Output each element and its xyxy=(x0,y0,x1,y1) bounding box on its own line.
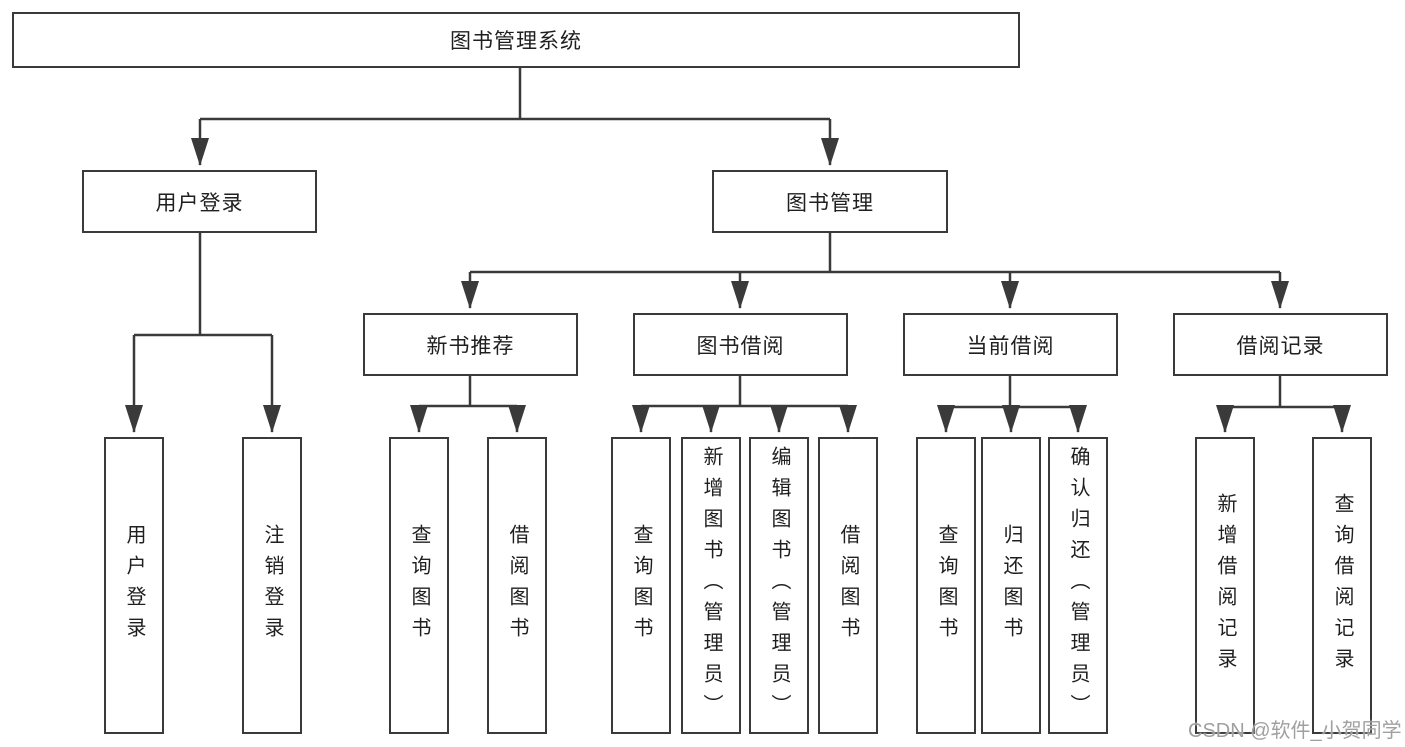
connector-user-login-bus xyxy=(134,233,272,337)
node-leaf-cb-confirm-return-admin-label: 确认归还（管理员） xyxy=(1067,446,1089,725)
node-leaf-rc-query-record: 查询借阅记录 xyxy=(1312,437,1372,734)
node-leaf-bw-borrow-books: 借阅图书 xyxy=(818,437,878,734)
node-leaf-bw-query-books: 查询图书 xyxy=(611,437,671,734)
node-leaf-nb-borrow-books-label: 借阅图书 xyxy=(506,523,528,648)
node-root-system-label: 图书管理系统 xyxy=(450,30,582,53)
node-book-borrowing-label: 图书借阅 xyxy=(696,334,785,358)
node-leaf-bw-edit-books-admin-label: 编辑图书（管理员） xyxy=(768,446,790,725)
node-leaf-nb-borrow-books: 借阅图书 xyxy=(487,437,547,734)
node-leaf-bw-edit-books-admin: 编辑图书（管理员） xyxy=(749,437,809,734)
connector-new-book-bus xyxy=(419,376,517,408)
connector-records-bus xyxy=(1225,376,1342,409)
node-leaf-bw-add-books-admin-label: 新增图书（管理员） xyxy=(700,446,722,725)
node-leaf-logout: 注销登录 xyxy=(242,437,302,734)
connector-borrowing-bus xyxy=(641,376,848,408)
node-leaf-cb-query-books-label: 查询图书 xyxy=(935,523,957,648)
node-leaf-nb-query-books: 查询图书 xyxy=(389,437,449,734)
node-book-management-label: 图书管理 xyxy=(786,191,874,215)
node-book-management: 图书管理 xyxy=(712,170,948,233)
node-leaf-cb-return-books-label: 归还图书 xyxy=(1000,523,1022,648)
node-borrow-records-label: 借阅记录 xyxy=(1236,334,1325,358)
node-leaf-nb-query-books-label: 查询图书 xyxy=(408,523,430,648)
node-root-system: 图书管理系统 xyxy=(12,12,1020,68)
node-leaf-logout-label: 注销登录 xyxy=(261,523,283,648)
node-leaf-bw-add-books-admin: 新增图书（管理员） xyxy=(681,437,741,734)
node-borrow-records: 借阅记录 xyxy=(1173,313,1388,376)
node-book-borrowing: 图书借阅 xyxy=(633,313,848,376)
node-current-borrowing-label: 当前借阅 xyxy=(966,334,1055,358)
node-leaf-bw-borrow-books-label: 借阅图书 xyxy=(837,523,859,648)
node-leaf-rc-add-record-label: 新增借阅记录 xyxy=(1214,492,1236,679)
node-current-borrowing: 当前借阅 xyxy=(903,313,1118,376)
node-leaf-rc-query-record-label: 查询借阅记录 xyxy=(1331,492,1353,679)
csdn-watermark: CSDN @软件_小贺同学 xyxy=(1188,720,1402,742)
node-leaf-cb-confirm-return-admin: 确认归还（管理员） xyxy=(1048,437,1108,734)
connector-root-bus xyxy=(200,68,830,121)
node-user-login-module-label: 用户登录 xyxy=(155,191,244,215)
node-new-book-recommend: 新书推荐 xyxy=(363,313,578,376)
node-new-book-recommend-label: 新书推荐 xyxy=(426,334,515,358)
node-leaf-rc-add-record: 新增借阅记录 xyxy=(1195,437,1255,734)
node-leaf-user-login: 用户登录 xyxy=(104,437,164,734)
node-user-login-module: 用户登录 xyxy=(82,170,317,233)
node-leaf-cb-query-books: 查询图书 xyxy=(916,437,976,734)
connector-book-management-bus xyxy=(470,233,1280,274)
connector-current-bus xyxy=(946,376,1078,409)
node-leaf-bw-query-books-label: 查询图书 xyxy=(630,523,652,648)
node-leaf-user-login-label: 用户登录 xyxy=(123,523,145,648)
node-leaf-cb-return-books: 归还图书 xyxy=(981,437,1041,734)
